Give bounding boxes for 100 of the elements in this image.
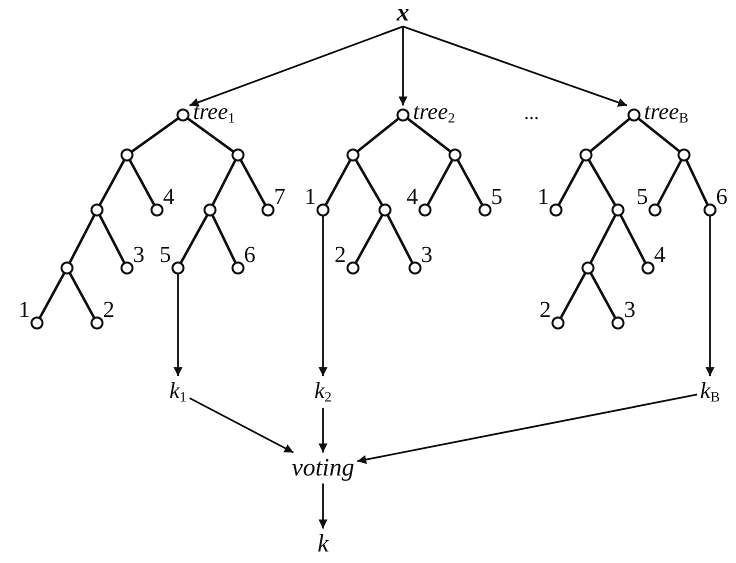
leaf-number: 2 bbox=[334, 242, 346, 266]
tree-node-circle bbox=[172, 262, 184, 274]
tree-node-circle bbox=[346, 148, 360, 162]
math-label: k$_{1}$ bbox=[169, 379, 187, 405]
arrow bbox=[174, 274, 182, 376]
tree-branch-line bbox=[638, 118, 680, 152]
leaf-number: 1 bbox=[18, 298, 30, 321]
tree-branch-line bbox=[98, 214, 126, 264]
tree-node-circle bbox=[580, 148, 592, 162]
tree-branch-line bbox=[620, 214, 646, 264]
tree-label: tree$_{1}$ bbox=[193, 100, 236, 126]
tree-branch-line bbox=[128, 160, 156, 206]
leaf-number: 5 bbox=[636, 184, 648, 208]
tree-branch-line bbox=[212, 160, 236, 206]
tree-branch-line bbox=[590, 118, 630, 152]
tree-node-circle bbox=[550, 204, 562, 216]
leaf-number: 6 bbox=[716, 184, 728, 208]
tree-node-circle bbox=[232, 262, 244, 274]
math-label: x bbox=[396, 0, 410, 26]
tree-label: tree$_{B}$ bbox=[644, 100, 688, 126]
tree-branch-line bbox=[38, 272, 66, 318]
tree-branch-line bbox=[590, 272, 616, 318]
leaf-number: 4 bbox=[654, 242, 666, 266]
tree-branch-line bbox=[685, 160, 709, 206]
leaf-number: 4 bbox=[163, 184, 174, 208]
tree-node-circle bbox=[478, 204, 492, 216]
arrow bbox=[706, 216, 714, 376]
tree-branch-line bbox=[68, 272, 96, 318]
arrow bbox=[189, 26, 404, 107]
arrow bbox=[318, 216, 328, 376]
tree-branch-line bbox=[240, 160, 266, 206]
tree-node-circle bbox=[90, 316, 104, 330]
tree-branch-line bbox=[456, 160, 484, 206]
leaf-number: 5 bbox=[160, 242, 171, 266]
tree-branch-line bbox=[656, 160, 682, 206]
tree-branch-line bbox=[187, 117, 234, 153]
tree-node-circle bbox=[678, 148, 690, 162]
tree-node-circle bbox=[378, 204, 392, 216]
tree-node-circle bbox=[262, 204, 274, 216]
tree-branch-line bbox=[590, 214, 616, 264]
math-label: voting bbox=[292, 456, 354, 480]
leaf-number: 6 bbox=[244, 242, 256, 266]
tree-branch-line bbox=[426, 160, 454, 206]
arrow bbox=[318, 408, 328, 452]
math-label: k$_{B}$ bbox=[700, 379, 720, 405]
tree-branch-line bbox=[180, 214, 208, 264]
tree-branch-line bbox=[211, 214, 237, 264]
arrow bbox=[318, 484, 328, 528]
arrow bbox=[357, 394, 698, 464]
tree-branch-line bbox=[406, 118, 452, 152]
tree-node-circle bbox=[396, 108, 410, 122]
tree-node-circle bbox=[316, 204, 330, 216]
tree-node-circle bbox=[552, 316, 564, 330]
leaf-number: 2 bbox=[103, 298, 114, 321]
tree-node-circle bbox=[346, 262, 360, 274]
leaf-number: 3 bbox=[421, 242, 432, 266]
tree-branch-line bbox=[560, 272, 586, 318]
leaf-number: 1 bbox=[304, 184, 316, 208]
tree-node-circle bbox=[408, 262, 422, 274]
leaf-number: 4 bbox=[406, 184, 418, 208]
math-label: k bbox=[317, 532, 329, 556]
leaf-number: 3 bbox=[624, 298, 636, 321]
tree-node-circle bbox=[30, 316, 44, 330]
tree-node-circle bbox=[120, 148, 134, 162]
tree-node-circle bbox=[120, 262, 134, 274]
leaf-number: 1 bbox=[538, 184, 549, 208]
tree-node-circle bbox=[150, 204, 164, 216]
tree-node-circle bbox=[642, 262, 654, 274]
tree-node-circle bbox=[582, 262, 594, 274]
tree-branch-line bbox=[354, 160, 384, 206]
tree-branch-line bbox=[131, 117, 179, 153]
tree-node-circle bbox=[90, 204, 104, 216]
tree-node-circle bbox=[204, 204, 216, 216]
tree-branch-line bbox=[68, 214, 96, 264]
math-label: k$_{2}$ bbox=[314, 379, 332, 405]
tree-node-circle bbox=[232, 148, 244, 162]
tree-node-circle bbox=[612, 316, 624, 330]
tree-node-circle bbox=[448, 148, 462, 162]
tree-node-circle bbox=[628, 108, 640, 122]
tree-node-circle bbox=[648, 204, 662, 216]
tree-branch-line bbox=[356, 118, 400, 152]
tree-node-circle bbox=[60, 262, 74, 274]
tree-node-circle bbox=[418, 204, 432, 216]
tree-node-circle bbox=[704, 204, 716, 216]
leaf-number: 7 bbox=[274, 184, 286, 208]
ellipsis-text: ... bbox=[524, 102, 539, 125]
tree-label: tree$_{2}$ bbox=[413, 100, 456, 126]
tree-branch-line bbox=[98, 160, 126, 206]
tree-branch-line bbox=[386, 214, 414, 264]
leaf-number: 5 bbox=[491, 184, 502, 208]
leaf-number: 2 bbox=[540, 298, 551, 321]
tree-branch-line bbox=[354, 214, 384, 264]
tree-branch-line bbox=[558, 160, 584, 206]
tree-branch-line bbox=[588, 160, 616, 206]
tree-node-circle bbox=[612, 204, 624, 216]
tree-node-circle bbox=[176, 108, 190, 122]
arrow bbox=[398, 26, 408, 106]
arrow bbox=[402, 26, 628, 107]
tree-branch-line bbox=[324, 160, 352, 206]
arrow bbox=[189, 397, 294, 454]
